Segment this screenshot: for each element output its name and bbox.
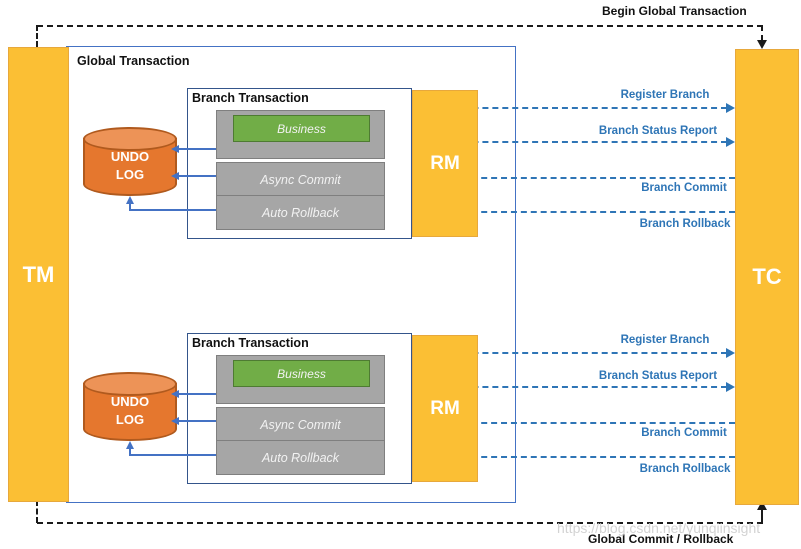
async-to-undolog-arrow-2 [171,417,179,425]
branch-rollback-label-2: Branch Rollback [639,463,731,475]
watermark-text: https://blog.csdn.net/yunqiinsight [557,520,761,536]
branch-transaction-label-2: Branch Transaction [192,336,309,350]
branch-commit-label-2: Branch Commit [641,427,727,439]
branch-rollback-line-1 [392,211,735,213]
global-commit-rollback-label: Global Commit / Rollback [588,532,734,546]
branch-commit-line-1 [392,177,735,179]
end-connector-line [37,522,763,524]
tm-bar: TM [8,47,69,502]
branch-status-label-2: Branch Status Report [598,370,718,382]
async-commit-box-1: Async Commit [216,162,385,197]
branch-rollback-label-1: Branch Rollback [639,218,731,230]
rollback-to-undolog-arrow-1 [126,196,134,204]
begin-connector-right-drop [761,25,763,41]
end-connector-right-rise [761,510,763,522]
begin-arrow-icon [757,40,767,49]
register-branch-arrow-1 [726,103,735,113]
business-to-undolog-arrow-2 [171,390,179,398]
register-branch-label-2: Register Branch [620,334,710,346]
undo-log-top-1 [83,127,177,151]
rollback-to-undolog-vline-1 [129,203,131,211]
register-branch-label-1: Register Branch [620,89,710,101]
tc-bar: TC [735,49,799,505]
branch-status-line-1 [383,141,727,143]
register-branch-line-2 [383,352,727,354]
rollback-to-undolog-hline-2 [130,454,216,456]
branch-commit-label-1: Branch Commit [641,182,727,194]
rm-box-1: RM [412,90,478,237]
branch-status-arrow-1 [726,137,735,147]
branch-status-line-2 [383,386,727,388]
rm-box-2: RM [412,335,478,482]
rollback-to-undolog-vline-2 [129,448,131,456]
undo-log-text-2b: LOG [115,412,145,427]
business-to-undolog-line-2 [178,393,216,395]
branch-commit-line-2 [392,422,735,424]
async-to-undolog-line-2 [178,420,216,422]
auto-rollback-box-1: Auto Rollback [216,195,385,230]
rollback-to-undolog-arrow-2 [126,441,134,449]
undo-log-text-1b: LOG [115,167,145,182]
register-branch-line-1 [383,107,727,109]
async-to-undolog-line-1 [178,175,216,177]
register-branch-arrow-2 [726,348,735,358]
rollback-to-undolog-hline-1 [130,209,216,211]
begin-connector-line [37,25,763,27]
business-to-undolog-line-1 [178,148,216,150]
business-to-undolog-arrow-1 [171,145,179,153]
branch-rollback-line-2 [392,456,735,458]
end-connector-left-drop [36,500,38,523]
undo-log-text-2a: UNDO [110,394,150,410]
business-box-1: Business [233,115,370,142]
begin-connector-left-drop [36,25,38,47]
end-arrow-icon [757,501,767,510]
branch-transaction-label-1: Branch Transaction [192,91,309,105]
async-to-undolog-arrow-1 [171,172,179,180]
begin-global-transaction-label: Begin Global Transaction [602,4,747,18]
branch-status-arrow-2 [726,382,735,392]
auto-rollback-box-2: Auto Rollback [216,440,385,475]
branch-status-label-1: Branch Status Report [598,125,718,137]
async-commit-box-2: Async Commit [216,407,385,442]
business-box-2: Business [233,360,370,387]
global-transaction-label: Global Transaction [77,54,190,68]
undo-log-text-1a: UNDO [110,149,150,165]
undo-log-top-2 [83,372,177,396]
